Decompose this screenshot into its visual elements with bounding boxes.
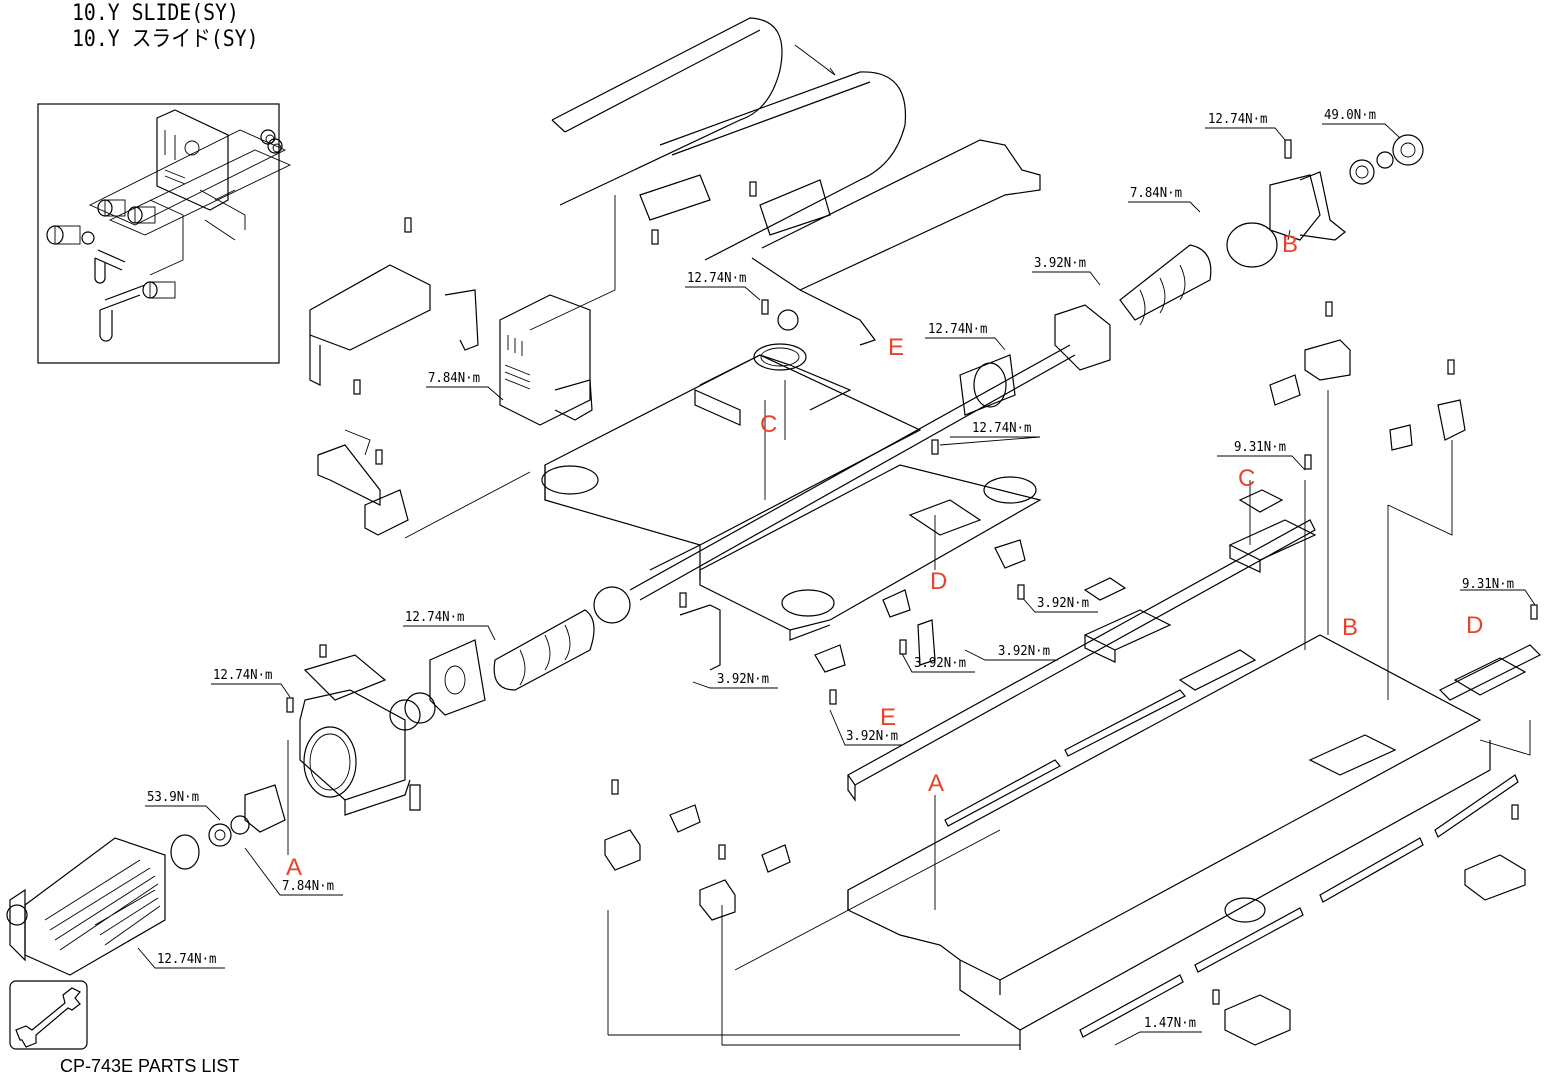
wrench-icon: [9, 980, 88, 1050]
torque-label: 9.31N·m: [1234, 440, 1287, 455]
torque-label: 12.74N·m: [1208, 112, 1268, 127]
diagram-title-japanese: 10.Y スライド(SY): [72, 27, 259, 52]
reference-mark-e: E: [880, 704, 897, 731]
reference-mark-a: A: [928, 770, 945, 797]
torque-label: 12.74N·m: [972, 421, 1032, 436]
reference-mark-c: C: [760, 411, 778, 438]
ball-screw-assembly: [493, 134, 1424, 691]
torque-label: 7.84N·m: [282, 879, 335, 894]
reference-mark-d: D: [930, 568, 948, 595]
fastener-screws: [286, 139, 1538, 1005]
torque-label: 3.92N·m: [1034, 256, 1087, 271]
torque-label: 3.92N·m: [914, 656, 967, 671]
inset-fittings-detail: [37, 103, 292, 364]
reference-mark-a: A: [286, 854, 303, 881]
reference-mark-c: C: [1238, 465, 1256, 492]
reference-mark-d: D: [1466, 612, 1484, 639]
reference-mark-b: B: [1342, 614, 1359, 641]
upper-table-plate: [541, 309, 922, 580]
torque-label: 3.92N·m: [1037, 596, 1090, 611]
torque-label: 12.74N·m: [157, 952, 217, 967]
torque-label: 9.31N·m: [1462, 577, 1515, 592]
torque-label: 3.92N·m: [846, 729, 899, 744]
gearbox-assembly: [170, 639, 486, 870]
torque-label: 12.74N·m: [928, 322, 988, 337]
torque-label: 7.84N·m: [1130, 186, 1183, 201]
torque-label: 3.92N·m: [998, 644, 1051, 659]
torque-label: 12.74N·m: [213, 668, 273, 683]
torque-label: 7.84N·m: [428, 371, 481, 386]
parts-list-footer: CP-743E PARTS LIST: [60, 1056, 240, 1076]
lower-table-plate: [699, 464, 1042, 641]
torque-label: 12.74N·m: [687, 271, 747, 286]
torque-leader-lines: [137, 123, 1536, 1046]
sensor-brackets: [604, 339, 1526, 1046]
reference-mark-e: E: [888, 334, 905, 361]
reference-mark-b: B: [1282, 231, 1299, 258]
torque-label: 53.9N·m: [147, 790, 200, 805]
left-bracket-assembly: [309, 264, 593, 536]
connection-lines: [287, 195, 1531, 1046]
diagram-title-english: 10.Y SLIDE(SY): [72, 1, 239, 26]
linear-guide-rails: [847, 519, 1542, 1038]
torque-label: 12.74N·m: [405, 610, 465, 625]
base-frame: [847, 634, 1491, 1050]
torque-label: 3.92N·m: [717, 672, 770, 687]
torque-label: 49.0N·m: [1324, 108, 1377, 123]
torque-label: 1.47N·m: [1144, 1016, 1197, 1031]
cable-carrier: [551, 17, 1041, 346]
servo-motor: [6, 837, 166, 976]
